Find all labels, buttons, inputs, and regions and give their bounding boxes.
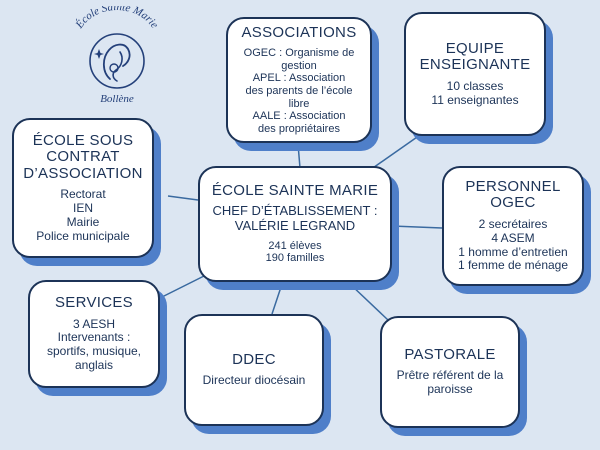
personnel-title-line: PERSONNEL — [465, 177, 561, 195]
link-ddec — [271, 283, 283, 315]
contrat-line: IEN — [72, 200, 93, 215]
personnel-line: 4 ASEM — [491, 230, 535, 245]
ddec-lines: Directeur diocésain — [203, 374, 306, 388]
madonna-logo-icon: École Sainte Marie Bollène — [73, 1, 161, 105]
pastorale-lines: Prêtre référent de la paroisse — [397, 369, 504, 397]
contrat-line: Police municipale — [36, 228, 130, 243]
contrat-line: Mairie — [66, 214, 100, 229]
svg-text:École Sainte Marie: École Sainte Marie — [73, 6, 161, 31]
node-ecole-sous-contrat: ÉCOLE SOUS CONTRAT D’ASSOCIATION Rectora… — [12, 118, 154, 258]
associations-title: ASSOCIATIONS — [241, 23, 357, 41]
equipe-line: 11 enseignantes — [431, 92, 519, 107]
contrat-title-line: D’ASSOCIATION — [23, 164, 143, 182]
node-personnel-ogec: PERSONNEL OGEC 2 secrétaires 4 ASEM 1 ho… — [442, 166, 584, 286]
equipe-line: 10 classes — [446, 78, 504, 93]
node-ecole-sainte-marie: ÉCOLE SAINTE MARIE CHEF D’ÉTABLISSEMENT … — [198, 166, 392, 282]
contrat-title: ÉCOLE SOUS CONTRAT D’ASSOCIATION — [23, 131, 143, 183]
link-personnel — [391, 225, 443, 229]
link-equipe — [369, 134, 421, 171]
associations-line: APEL : Association — [252, 72, 346, 85]
personnel-line: 1 homme d’entretien — [458, 244, 568, 259]
ddec-line: Directeur diocésain — [202, 373, 306, 388]
logo-name-bottom: Bollène — [100, 93, 134, 105]
services-title: SERVICES — [55, 294, 133, 312]
school-logo: École Sainte Marie Bollène — [62, 1, 172, 106]
personnel-lines: 2 secrétaires 4 ASEM 1 homme d’entretien… — [457, 216, 569, 273]
center-line: 190 familles — [265, 252, 325, 265]
associations-line: gestion — [281, 59, 317, 72]
contrat-lines: Rectorat IEN Mairie Police municipale — [36, 187, 130, 243]
node-services: SERVICES 3 AESH Intervenants : sportifs,… — [28, 280, 160, 388]
associations-line: des parents de l’école — [245, 84, 353, 97]
center-lines: 241 élèves 190 familles — [266, 240, 325, 265]
contrat-title-line: ÉCOLE SOUS — [32, 131, 134, 149]
services-line: Intervenants : — [57, 330, 131, 345]
services-line: 3 AESH — [72, 316, 115, 331]
pastorale-line: paroisse — [427, 382, 473, 397]
associations-line: AALE : Association — [252, 110, 346, 123]
center-title: ÉCOLE SAINTE MARIE — [211, 182, 379, 200]
link-associations — [297, 143, 301, 169]
services-lines: 3 AESH Intervenants : sportifs, musique,… — [46, 316, 142, 373]
node-equipe-enseignante: EQUIPE ENSEIGNANTE 10 classes 11 enseign… — [404, 12, 546, 136]
personnel-title: PERSONNEL OGEC — [465, 177, 561, 212]
equipe-lines: 10 classes 11 enseignantes — [431, 78, 519, 108]
personnel-line: 2 secrétaires — [478, 216, 548, 231]
center-subtitle: CHEF D’ÉTABLISSEMENT : VALÉRIE LEGRAND — [212, 202, 378, 234]
ddec-title: DDEC — [232, 350, 276, 368]
services-line: anglais — [74, 358, 113, 373]
center-subtitle-line: CHEF D’ÉTABLISSEMENT : — [212, 202, 378, 218]
associations-lines: OGEC : Organisme de gestion APEL : Assoc… — [244, 47, 355, 135]
equipe-title-line: EQUIPE — [445, 39, 505, 57]
center-line: 241 élèves — [268, 239, 322, 252]
services-line: sportifs, musique, — [46, 344, 142, 359]
personnel-line: 1 femme de ménage — [457, 258, 569, 273]
associations-line: libre — [288, 97, 310, 110]
associations-line: des propriétaires — [258, 122, 340, 135]
contrat-line: Rectorat — [60, 187, 106, 202]
equipe-title: EQUIPE ENSEIGNANTE — [419, 39, 531, 74]
node-ddec: DDEC Directeur diocésain — [184, 314, 324, 426]
center-subtitle-line: VALÉRIE LEGRAND — [234, 217, 356, 233]
pastorale-line: Prêtre référent de la — [396, 368, 504, 383]
node-pastorale: PASTORALE Prêtre référent de la paroisse — [380, 316, 520, 428]
contrat-title-line: CONTRAT — [46, 148, 120, 166]
personnel-title-line: OGEC — [490, 194, 536, 212]
link-contrat — [167, 195, 199, 201]
equipe-title-line: ENSEIGNANTE — [419, 56, 531, 74]
logo-name-top: École Sainte Marie — [73, 1, 161, 32]
pastorale-title: PASTORALE — [404, 345, 496, 363]
node-associations: ASSOCIATIONS OGEC : Organisme de gestion… — [226, 17, 372, 143]
associations-line: OGEC : Organisme de — [243, 47, 355, 59]
link-pastorale — [349, 283, 389, 321]
